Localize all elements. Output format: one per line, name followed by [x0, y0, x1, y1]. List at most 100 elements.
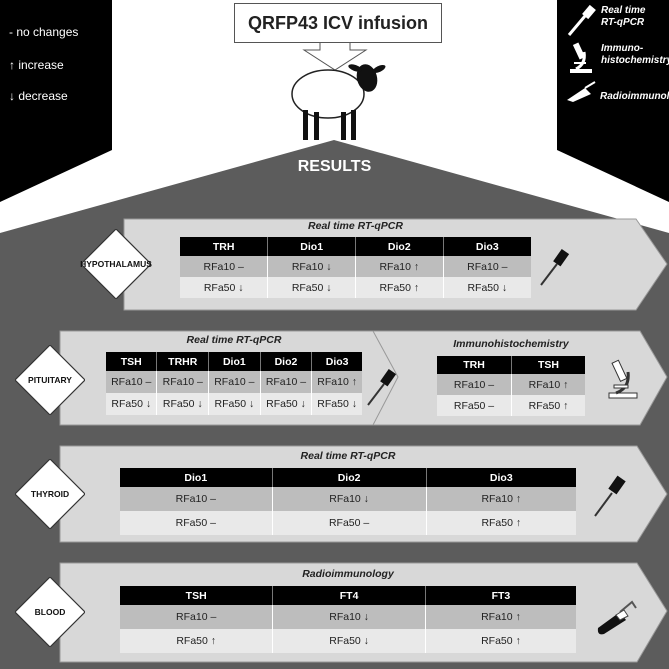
table-cell: RFa10 ↑ — [425, 605, 576, 629]
table-row: RFa50 ↓ RFa50 ↓ RFa50 ↑ RFa50 ↓ — [180, 277, 531, 298]
table-cell: RFa10 ↓ — [267, 256, 356, 277]
table-row: RFa10 – RFa10 ↓ RFa10 ↑ RFa10 – — [180, 256, 531, 277]
pipette-icon — [594, 475, 626, 517]
table-cell: RFa50 ↑ — [426, 511, 576, 535]
table-cell: RFa10 – — [208, 371, 261, 393]
legend-rtqpcr-line1: Real time — [601, 5, 646, 16]
hypothalamus-method: Real time RT-qPCR — [308, 220, 403, 232]
table-header-row: Dio1 Dio2 Dio3 — [120, 468, 576, 487]
table-header: TSH — [511, 356, 585, 374]
tube-icon — [567, 81, 596, 102]
pipette-icon — [540, 248, 570, 286]
table-header: Dio1 — [267, 237, 356, 256]
legend-decrease: ↓ decrease — [9, 89, 68, 103]
table-row: RFa10 – RFa10 ↓ RFa10 ↑ — [120, 605, 576, 629]
table-cell: RFa10 ↓ — [272, 487, 427, 511]
pipette-icon — [567, 4, 596, 36]
table-header: Dio1 — [208, 352, 261, 371]
table-cell: RFa10 – — [120, 487, 273, 511]
pipette-icon — [367, 368, 397, 406]
table-cell: RFa50 ↓ — [267, 277, 356, 298]
blood-diamond: BLOOD — [15, 577, 85, 647]
table-header-row: TRH Dio1 Dio2 Dio3 — [180, 237, 531, 256]
pituitary-qpcr-table: TSH TRHR Dio1 Dio2 Dio3 RFa10 – RFa10 – … — [106, 352, 362, 415]
table-cell: RFa50 ↓ — [272, 629, 426, 653]
hypothalamus-label: HYPOTHALAMUS — [80, 259, 152, 269]
pituitary-ihc-table: TRH TSH RFa10 – RFa10 ↑ RFa50 – RFa50 ↑ — [437, 356, 585, 416]
table-cell: RFa50 ↑ — [425, 629, 576, 653]
table-cell: RFa10 ↑ — [311, 371, 362, 393]
table-cell: RFa50 – — [120, 511, 273, 535]
table-header: Dio1 — [120, 468, 273, 487]
thyroid-method: Real time RT-qPCR — [300, 450, 396, 462]
table-row: RFa10 – RFa10 ↓ RFa10 ↑ — [120, 487, 576, 511]
table-cell: RFa10 ↑ — [511, 374, 585, 395]
table-cell: RFa50 ↓ — [208, 393, 261, 415]
legend-ria: Radioimmunology — [600, 91, 669, 102]
blood-table: TSH FT4 FT3 RFa10 – RFa10 ↓ RFa10 ↑ RFa5… — [120, 586, 576, 653]
table-cell: RFa50 ↓ — [443, 277, 531, 298]
table-cell: RFa50 ↓ — [106, 393, 158, 415]
table-header-row: TSH FT4 FT3 — [120, 586, 576, 605]
table-cell: RFa10 – — [156, 371, 210, 393]
legend-panel-left — [0, 0, 112, 202]
hypothalamus-diamond: HYPOTHALAMUS — [80, 229, 152, 299]
table-cell: RFa50 – — [272, 511, 427, 535]
table-row: RFa50 ↑ RFa50 ↓ RFa50 ↑ — [120, 629, 576, 653]
thyroid-label: THYROID — [30, 489, 70, 499]
pituitary-method2: Immunohistochemistry — [453, 338, 569, 350]
blood-method: Radioimmunology — [302, 568, 394, 580]
table-cell: RFa10 – — [120, 605, 274, 629]
table-cell: RFa10 ↑ — [426, 487, 576, 511]
pituitary-method: Real time RT-qPCR — [186, 334, 282, 346]
microscope-icon — [570, 42, 592, 73]
table-cell: RFa50 ↓ — [156, 393, 210, 415]
table-cell: RFa50 ↓ — [260, 393, 313, 415]
table-header: TRH — [437, 356, 513, 374]
table-row: RFa50 – RFa50 – RFa50 ↑ — [120, 511, 576, 535]
table-header: TSH — [106, 352, 158, 371]
thyroid-diamond: THYROID — [15, 459, 85, 529]
table-header: TSH — [120, 586, 274, 605]
table-cell: RFa50 ↑ — [120, 629, 274, 653]
table-cell: RFa10 ↑ — [355, 256, 444, 277]
results-heading: RESULTS — [297, 158, 372, 175]
table-header: Dio3 — [311, 352, 362, 371]
legend-increase: ↑ increase — [9, 58, 64, 72]
legend-ihc-line1: Immuno- — [601, 43, 644, 54]
table-header: Dio2 — [260, 352, 313, 371]
table-header-row: TRH TSH — [437, 356, 585, 374]
table-row: RFa50 ↓ RFa50 ↓ RFa50 ↓ RFa50 ↓ RFa50 ↓ — [106, 393, 362, 415]
table-cell: RFa10 – — [260, 371, 313, 393]
legend-rtqpcr-line2: RT-qPCR — [601, 17, 645, 28]
table-cell: RFa10 – — [180, 256, 269, 277]
table-header: TRHR — [156, 352, 210, 371]
pituitary-diamond: PITUITARY — [15, 345, 85, 415]
table-cell: RFa50 ↑ — [511, 395, 585, 416]
hypothalamus-table: TRH Dio1 Dio2 Dio3 RFa10 – RFa10 ↓ RFa10… — [180, 237, 531, 298]
table-header: TRH — [180, 237, 269, 256]
pituitary-label: PITUITARY — [28, 375, 72, 385]
table-cell: RFa50 – — [437, 395, 513, 416]
table-cell: RFa10 – — [106, 371, 158, 393]
table-header-row: TSH TRHR Dio1 Dio2 Dio3 — [106, 352, 362, 371]
table-row: RFa50 – RFa50 ↑ — [437, 395, 585, 416]
table-row: RFa10 – RFa10 ↑ — [437, 374, 585, 395]
table-cell: RFa50 ↑ — [355, 277, 444, 298]
table-cell: RFa50 ↓ — [180, 277, 269, 298]
table-cell: RFa10 – — [443, 256, 531, 277]
page-title: QRFP43 ICV infusion — [234, 3, 442, 43]
table-header: Dio2 — [272, 468, 427, 487]
sheep-icon — [291, 64, 386, 140]
legend-panel-right — [557, 0, 669, 202]
thyroid-table: Dio1 Dio2 Dio3 RFa10 – RFa10 ↓ RFa10 ↑ R… — [120, 468, 576, 535]
microscope-icon — [608, 359, 638, 399]
table-cell: RFa10 ↓ — [272, 605, 426, 629]
table-row: RFa10 – RFa10 – RFa10 – RFa10 – RFa10 ↑ — [106, 371, 362, 393]
blood-label: BLOOD — [34, 607, 66, 617]
legend-no-changes: - no changes — [9, 25, 79, 39]
table-cell: RFa10 – — [437, 374, 513, 395]
tube-icon — [597, 600, 637, 635]
table-header: FT3 — [425, 586, 576, 605]
table-header: Dio3 — [426, 468, 576, 487]
